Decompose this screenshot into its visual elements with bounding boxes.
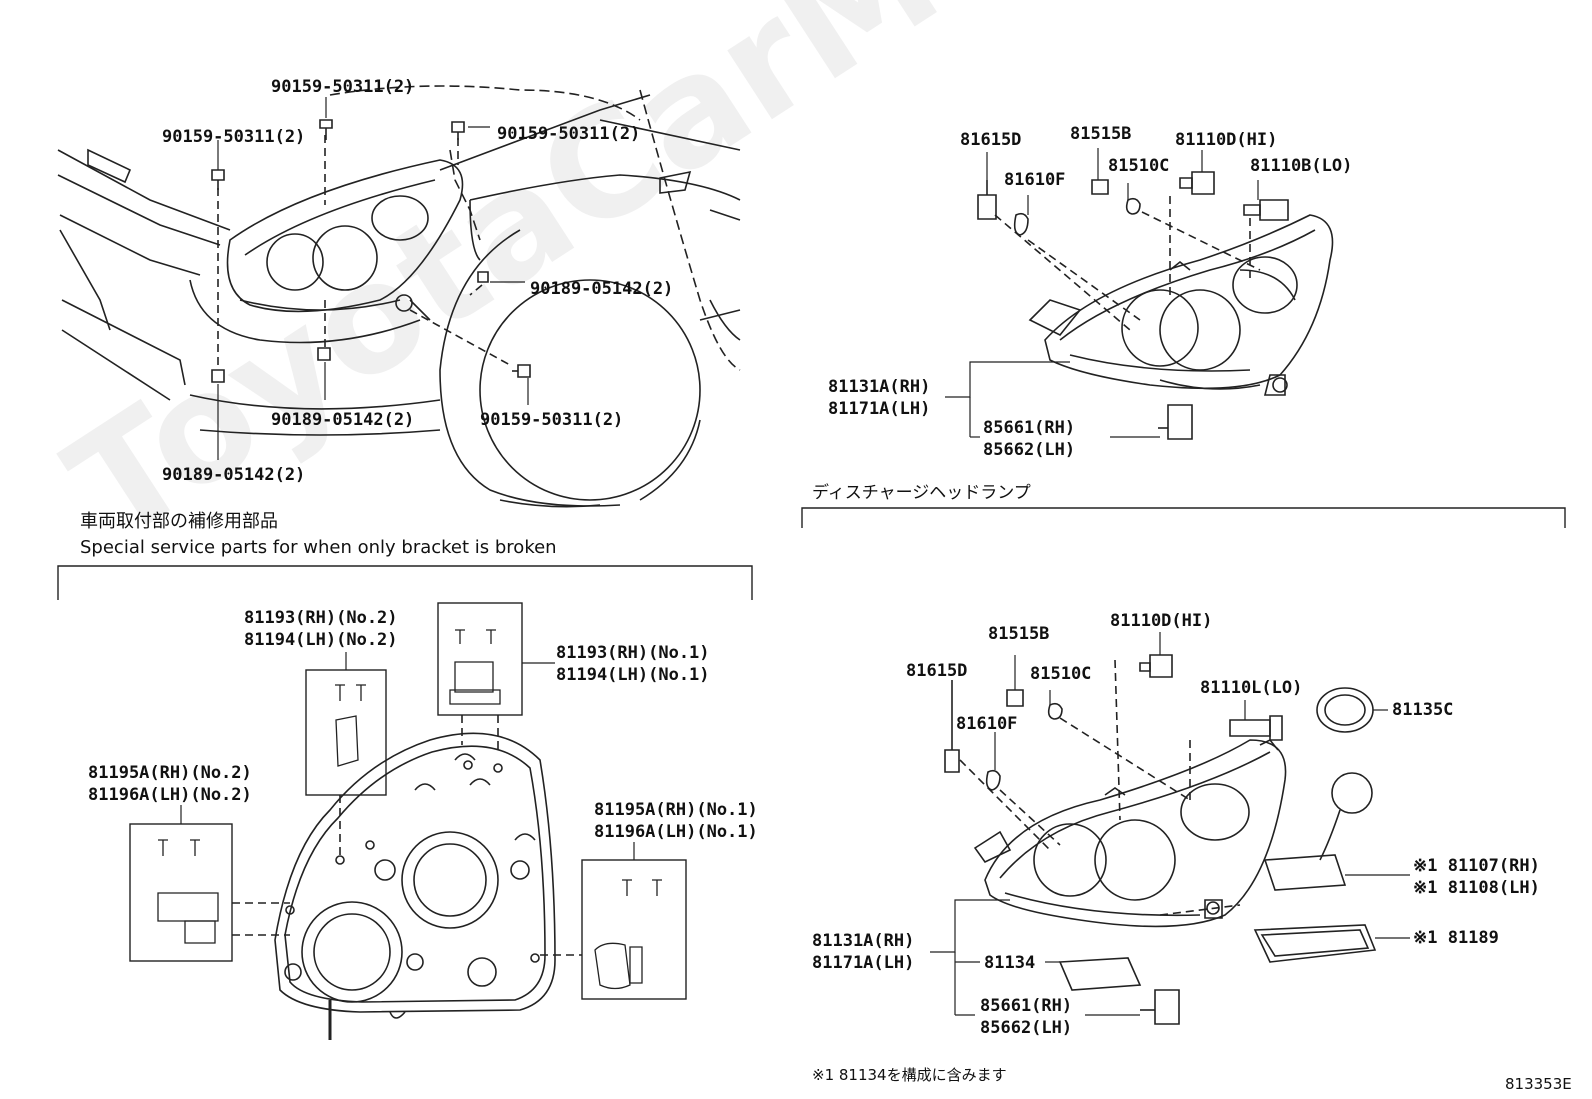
bulbs-top (977, 171, 1289, 440)
section-title-discharge: ディスチャージヘッドランプ (812, 483, 1031, 503)
label-bolt-top-left: 90159-50311(2) (162, 127, 306, 147)
label-d-81135C: 81135C (1392, 700, 1454, 720)
label-81196A-no1: 81196A(LH)(No.1) (594, 822, 758, 842)
label-d-81171A-lh: 81171A(LH) (812, 953, 915, 973)
label-d-81510C: 81510C (1030, 664, 1092, 684)
label-85661-rh: 85661(RH) (983, 418, 1076, 438)
label-85662-lh: 85662(LH) (983, 440, 1076, 460)
label-nut-bottom-center: 90189-05142(2) (271, 410, 415, 430)
label-d-85661-rh: 85661(RH) (980, 996, 1073, 1016)
fasteners-top (211, 119, 531, 383)
label-81195A-no2: 81195A(RH)(No.2) (88, 763, 252, 783)
vehicle-front-illustration (57, 85, 741, 508)
headlamp-assembly-top (1028, 214, 1334, 396)
label-d-81610F: 81610F (956, 714, 1018, 734)
label-81194-no1: 81194(LH)(No.1) (556, 665, 710, 685)
label-d-81515B: 81515B (988, 624, 1050, 644)
figure-id: 813353E (1505, 1075, 1572, 1093)
label-81196A-no2: 81196A(LH)(No.2) (88, 785, 252, 805)
label-81110B-lo: 81110B(LO) (1250, 156, 1353, 176)
label-81515B: 81515B (1070, 124, 1132, 144)
label-nut-right: 90189-05142(2) (530, 279, 674, 299)
bracket-parts (157, 629, 662, 990)
label-81615D: 81615D (960, 130, 1022, 150)
label-d-81134: 81134 (984, 953, 1036, 973)
section-title-bracket-jp: 車両取付部の補修用部品 (80, 511, 278, 532)
label-nut-bottom-left: 90189-05142(2) (162, 465, 306, 485)
footnote: ※1 81134を構成に含みます (812, 1066, 1007, 1084)
label-d-81189: ※1 81189 (1413, 928, 1499, 948)
headlamp-housing-rear (274, 732, 556, 1040)
label-81110D-hi: 81110D(HI) (1175, 130, 1278, 150)
label-81171A-lh: 81171A(LH) (828, 399, 931, 419)
label-d-81110L-lo: 81110L(LO) (1200, 678, 1303, 698)
label-81131A-rh: 81131A(RH) (828, 377, 931, 397)
label-d-81110D-hi: 81110D(HI) (1110, 611, 1213, 631)
section-brackets (57, 507, 1566, 600)
label-bolt-top-center: 90159-50311(2) (271, 77, 415, 97)
label-81193-no1: 81193(RH)(No.1) (556, 643, 710, 663)
label-d-81107-rh: ※1 81107(RH) (1413, 856, 1540, 876)
label-d-81615D: 81615D (906, 661, 968, 681)
label-81193-no2: 81193(RH)(No.2) (244, 608, 398, 628)
label-d-85662-lh: 85662(LH) (980, 1018, 1073, 1038)
headlamp-assembly-discharge (973, 738, 1287, 928)
label-d-81108-lh: ※1 81108(LH) (1413, 878, 1540, 898)
label-bolt-top-right: 90159-50311(2) (497, 124, 641, 144)
label-81195A-no1: 81195A(RH)(No.1) (594, 800, 758, 820)
label-81510C: 81510C (1108, 156, 1170, 176)
label-d-81131A-rh: 81131A(RH) (812, 931, 915, 951)
label-bolt-bottom-right: 90159-50311(2) (480, 410, 624, 430)
section-title-bracket-en: Special service parts for when only brac… (80, 537, 557, 558)
discharge-components (944, 654, 1377, 1025)
label-81610F: 81610F (1004, 170, 1066, 190)
label-81194-no2: 81194(LH)(No.2) (244, 630, 398, 650)
